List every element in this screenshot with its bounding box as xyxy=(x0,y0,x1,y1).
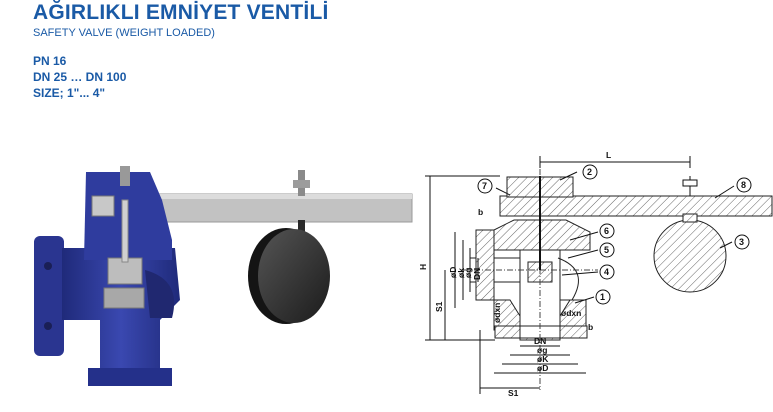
dim-odxn-left: ødxn xyxy=(492,303,502,323)
dim-og-bottom: øg xyxy=(537,345,547,355)
callout-numbers: 1 2 3 4 5 6 7 8 xyxy=(482,167,746,302)
dim-s1-horizontal: S1 xyxy=(508,388,519,398)
inlet-flange xyxy=(34,236,64,356)
technical-drawing xyxy=(425,156,773,394)
dim-ok-bottom: øK xyxy=(537,354,549,364)
dim-l: L xyxy=(606,150,611,160)
dim-s1-vertical: S1 xyxy=(434,301,444,312)
dim-h: H xyxy=(418,264,428,270)
spec-dn-range: DN 25 … DN 100 xyxy=(33,70,127,84)
callout-5: 5 xyxy=(604,245,609,255)
callout-3: 3 xyxy=(739,237,744,247)
callout-1: 1 xyxy=(600,292,605,302)
dimension-labels: L H S1 b b øD øk øg DN ødxn ødxn DN øg ø… xyxy=(418,150,611,398)
drawing-lever xyxy=(499,195,773,217)
valve-render xyxy=(34,166,413,386)
dim-b-top: b xyxy=(478,207,483,217)
dim-dn: DN xyxy=(472,268,482,280)
weight-disc xyxy=(248,228,330,324)
dim-ok: øk xyxy=(456,268,466,278)
spec-size-range: SIZE; 1"... 4" xyxy=(33,86,106,100)
page-title: AĞIRLIKLI EMNİYET VENTİLİ xyxy=(33,1,329,24)
spec-pressure: PN 16 xyxy=(33,54,67,68)
dim-od-bottom: øD xyxy=(537,363,548,373)
dim-odxn-right: ødxn xyxy=(561,308,581,318)
dim-og: øg xyxy=(463,268,473,278)
callout-7: 7 xyxy=(482,181,487,191)
dim-dn-bottom: DN xyxy=(534,336,546,346)
page-subtitle: SAFETY VALVE (WEIGHT LOADED) xyxy=(33,27,215,39)
callout-6: 6 xyxy=(604,226,609,236)
callout-8: 8 xyxy=(741,180,746,190)
drawing-weight xyxy=(653,219,727,293)
dim-od: øD xyxy=(448,267,458,278)
dim-b-bottom: b xyxy=(588,322,593,332)
outlet-flange xyxy=(88,368,172,386)
callout-4: 4 xyxy=(604,267,609,277)
callout-2: 2 xyxy=(587,167,592,177)
